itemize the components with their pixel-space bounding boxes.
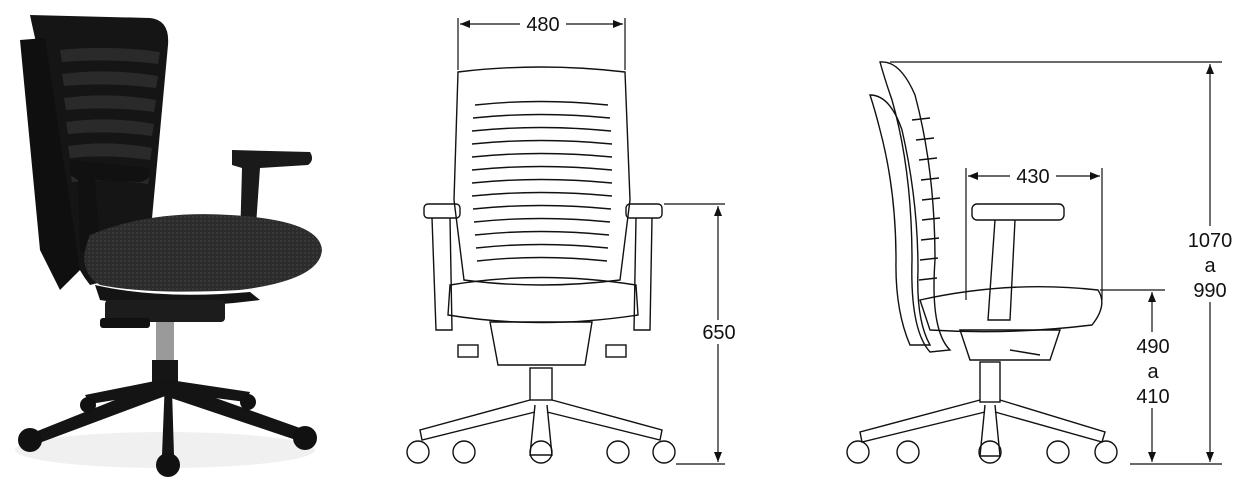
seat-range-max-label: 490 <box>1136 336 1169 358</box>
width-dimension: 480 <box>457 12 626 70</box>
total-range-min-label: 990 <box>1193 280 1226 302</box>
office-chair-photo-icon <box>15 15 322 477</box>
chair-photo <box>0 0 340 491</box>
total-range-sep-label: a <box>1204 255 1216 277</box>
seat-height-range-dimension: 490 a 410 <box>1100 289 1176 462</box>
front-view-drawing: 480 <box>380 0 740 491</box>
total-range-max-label: 1070 <box>1188 230 1233 252</box>
seat-range-sep-label: a <box>1147 361 1159 383</box>
seat-range-min-label: 410 <box>1136 386 1169 408</box>
side-view-drawing: 430 490 a 410 1070 <box>830 0 1239 491</box>
seat-depth-dimension: 430 <box>965 163 1103 300</box>
width-label: 480 <box>526 14 559 36</box>
seat-height-dimension: 650 <box>664 203 740 465</box>
total-height-range-dimension: 1070 a 990 <box>890 61 1239 465</box>
depth-label: 430 <box>1016 166 1049 188</box>
seat-height-label: 650 <box>702 322 735 344</box>
